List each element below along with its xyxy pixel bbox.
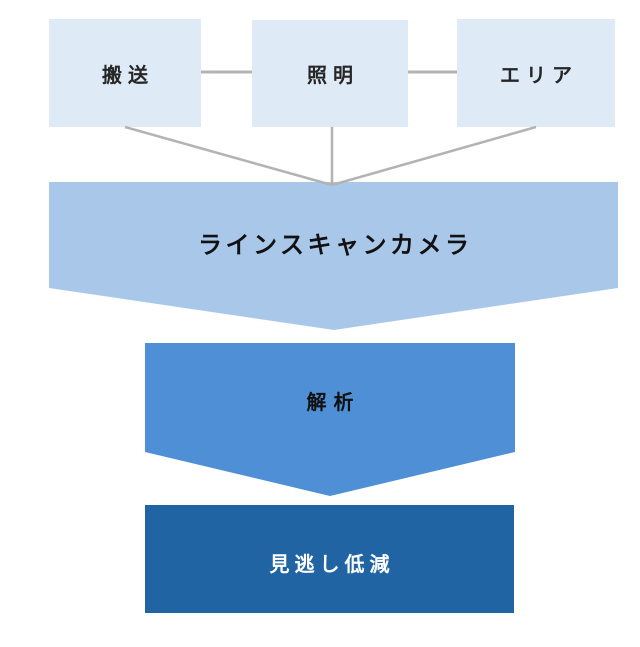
camera-band-label: ラインスキャンカメラ xyxy=(197,230,473,259)
result-box-label: 見逃し低減 xyxy=(269,551,395,576)
result-box xyxy=(145,505,514,613)
camera-chevron-band xyxy=(49,182,618,330)
analysis-chevron-label: 解析 xyxy=(306,390,361,414)
connector-line-area-camera xyxy=(331,125,537,187)
connector-line-transport-camera xyxy=(124,125,333,187)
input-label-area: エリア xyxy=(500,62,578,87)
input-label-lighting: 照明 xyxy=(307,63,359,87)
input-label-transport: 搬送 xyxy=(102,62,154,87)
input-box-area xyxy=(457,19,615,127)
analysis-chevron xyxy=(145,343,515,496)
input-box-transport xyxy=(49,19,201,127)
input-box-lighting xyxy=(252,20,408,127)
